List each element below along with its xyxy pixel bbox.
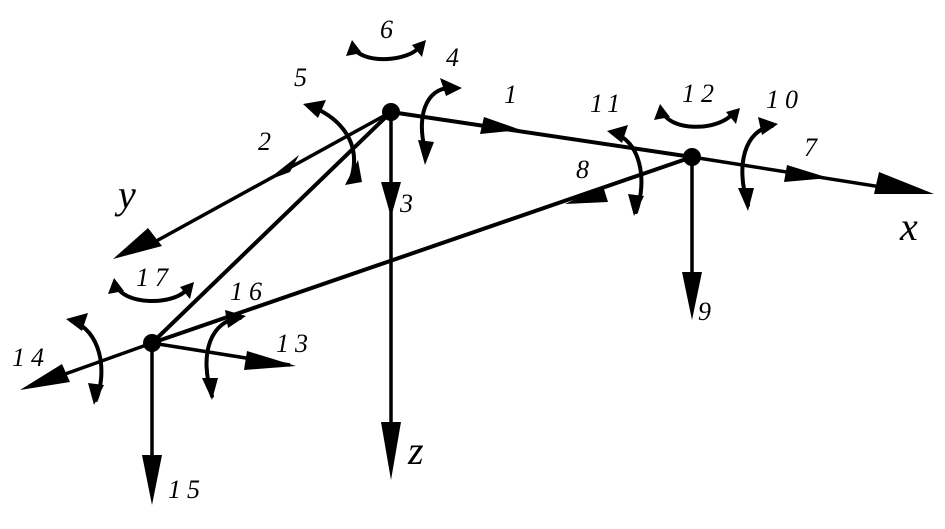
dof-label-15: 15	[168, 475, 206, 504]
dof-label-11: 11	[590, 89, 626, 118]
translational-arrows	[20, 110, 934, 505]
rotation-arrow-4	[418, 78, 462, 165]
axis-labels: x y z	[114, 172, 918, 473]
node-top	[382, 103, 400, 121]
dof-label-3: 3	[399, 189, 419, 218]
rotation-arrow-17	[108, 278, 194, 303]
rotation-arrow-16	[202, 310, 246, 400]
member-top-right	[389, 110, 694, 159]
rotation-arrow-5	[303, 100, 362, 185]
rotation-arrow-6	[346, 40, 426, 62]
dof-label-10: 10	[766, 85, 804, 114]
dof-arrow-9	[682, 157, 702, 320]
dof-arrow-14	[20, 341, 153, 390]
dof-arrow-7	[691, 155, 934, 194]
dof-arrow-13	[151, 341, 296, 370]
dof-arrow-2	[113, 110, 392, 259]
dof-label-7: 7	[804, 133, 823, 162]
dof-arrow-1	[480, 117, 521, 134]
rotational-arrows	[66, 40, 778, 405]
dof-label-12: 12	[682, 79, 720, 108]
dof-label-4: 4	[446, 43, 465, 72]
dof-label-2: 2	[258, 127, 277, 156]
axis-label-y: y	[114, 172, 136, 217]
nodes	[143, 103, 701, 352]
dof-label-1: 1	[504, 80, 523, 109]
dof-label-8: 8	[576, 155, 595, 184]
dof-arrow-8	[565, 186, 608, 204]
dof-label-17: 17	[136, 263, 174, 292]
node-right	[683, 148, 701, 166]
dof-label-16: 16	[230, 277, 268, 306]
dof-label-14: 14	[12, 343, 50, 372]
dof-label-9: 9	[698, 297, 717, 326]
rotation-arrow-10	[738, 117, 778, 211]
dof-label-6: 6	[380, 15, 399, 44]
rotation-arrow-11	[607, 125, 644, 216]
node-left	[143, 334, 161, 352]
axis-label-z: z	[407, 428, 424, 473]
z-axis-arrow	[381, 205, 401, 480]
dof-label-13: 13	[276, 329, 314, 358]
dof-labels: 1 2 3 4 5 6 7 8 9 10 11 12 13 14 15 16 1…	[12, 15, 823, 504]
rotation-arrow-14	[66, 313, 104, 405]
dof-label-5: 5	[294, 63, 313, 92]
axis-label-x: x	[899, 204, 918, 249]
rotation-arrow-12	[654, 104, 740, 129]
dof-arrow-3	[381, 112, 401, 217]
dof-arrow-15	[142, 343, 162, 505]
